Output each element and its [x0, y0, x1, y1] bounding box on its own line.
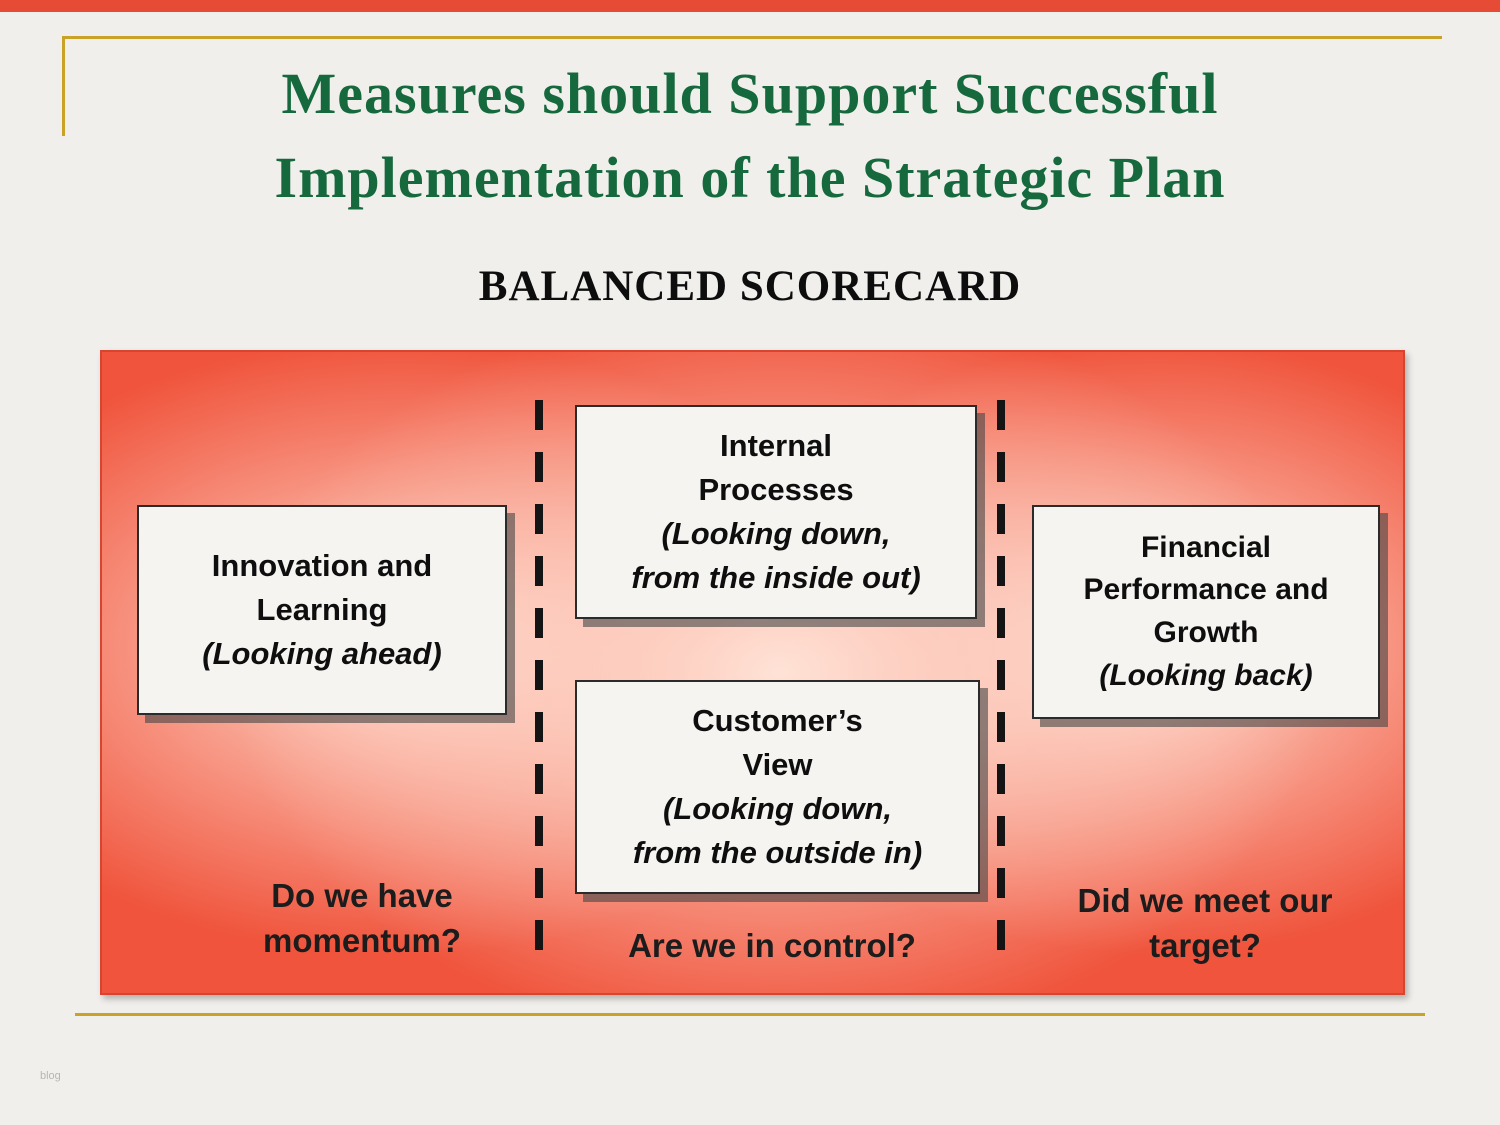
box-innovation-line-2: Learning	[256, 591, 388, 627]
box-innovation-subtext: (Looking ahead)	[202, 636, 442, 671]
box-customer-subtext-2: from the outside in)	[632, 835, 923, 871]
slide-title-line-2: Implementation of the Strategic Plan	[274, 145, 1226, 211]
box-innovation-line-1: Innovation and	[211, 547, 433, 583]
box-customer-line-1: Customer’s	[692, 702, 863, 738]
box-financial-performance-growth: Financial Performance and Growth (Lookin…	[1032, 505, 1380, 719]
watermark-text: blog	[40, 1070, 61, 1082]
slide-title-line-1: Measures should Support Successful	[281, 61, 1219, 126]
box-internal-subtext-1: (Looking down,	[661, 516, 891, 551]
question-momentum: Do we have momentum?	[263, 877, 461, 959]
gold-vertical-rule-left	[62, 36, 65, 136]
box-customer-subtext-1: (Looking down,	[662, 791, 892, 826]
box-financial-line-2: Performance and	[1083, 573, 1329, 607]
gold-horizontal-rule-top	[62, 36, 1442, 39]
box-customers-view: Customer’s View (Looking down, from the …	[575, 680, 980, 894]
slide-title: Measures should Support Successful Imple…	[0, 52, 1500, 220]
box-financial-subtext: (Looking back)	[1099, 658, 1313, 692]
box-financial-line-3: Growth	[1153, 616, 1259, 649]
top-red-strip	[0, 0, 1500, 12]
question-control: Are we in control?	[628, 927, 916, 964]
dashed-divider-left	[535, 400, 543, 968]
box-financial-line-1: Financial	[1140, 530, 1272, 564]
box-internal-line-2: Processes	[698, 471, 854, 507]
box-customer-line-2: View	[742, 746, 813, 782]
balanced-scorecard-panel: Innovation and Learning (Looking ahead) …	[100, 350, 1405, 995]
box-internal-line-1: Internal	[720, 427, 832, 463]
dashed-divider-right	[997, 400, 1005, 968]
box-innovation-and-learning: Innovation and Learning (Looking ahead)	[137, 505, 507, 715]
box-internal-processes: Internal Processes (Looking down, from t…	[575, 405, 977, 619]
slide-subtitle: BALANCED SCORECARD	[478, 263, 1022, 310]
box-internal-subtext-2: from the inside out)	[631, 560, 921, 596]
question-target: Did we meet our target?	[1077, 882, 1333, 964]
gold-horizontal-rule-bottom	[75, 1013, 1425, 1016]
